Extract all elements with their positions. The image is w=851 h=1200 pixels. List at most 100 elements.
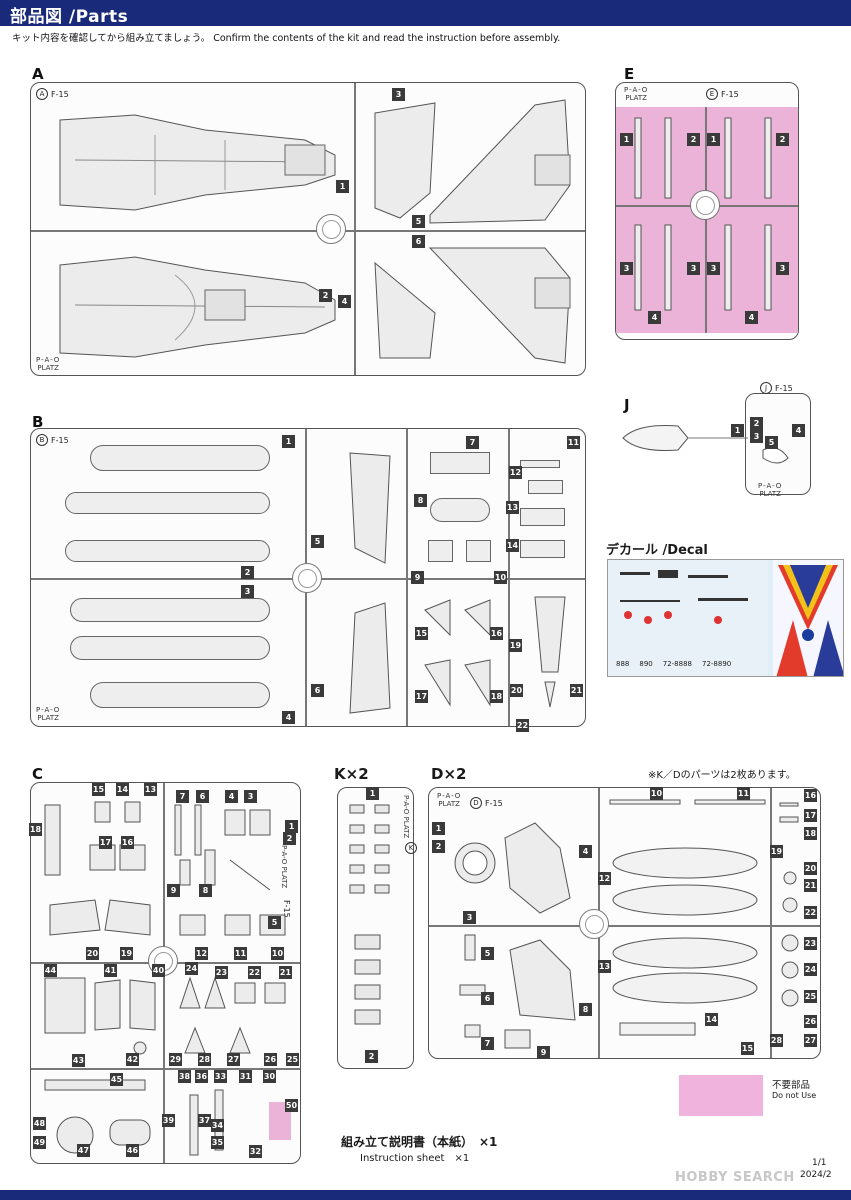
- part-number: 1: [366, 787, 379, 800]
- part-number: 14: [506, 539, 519, 552]
- sprue-b-label: B: [32, 413, 44, 431]
- part-number: 33: [214, 1070, 227, 1083]
- part-number: 1: [731, 424, 744, 437]
- part-number: 4: [745, 311, 758, 324]
- part-number: 10: [650, 787, 663, 800]
- page-title: 部品図 /Parts: [10, 7, 129, 27]
- part-number: 9: [537, 1046, 550, 1059]
- part-number: 6: [196, 790, 209, 803]
- part-number: 37: [198, 1114, 211, 1127]
- part-number: 4: [225, 790, 238, 803]
- part-number: 15: [741, 1042, 754, 1055]
- sprue-a-stabilizer-lower: [374, 261, 436, 359]
- sprue-a-runner: [31, 230, 585, 232]
- part-number: 9: [167, 884, 180, 897]
- part-number: 6: [412, 235, 425, 248]
- part-number: 50: [285, 1099, 298, 1112]
- decal-sheet-art: [608, 560, 843, 676]
- part-number: 4: [338, 295, 351, 308]
- part-number: 2: [365, 1050, 378, 1063]
- part-number: 44: [44, 964, 57, 977]
- do-not-use-legend-en: Do not Use: [772, 1091, 817, 1100]
- part-number: 26: [264, 1053, 277, 1066]
- multi-sprue-note: ※K／Dのパーツは2枚あります。: [648, 770, 796, 781]
- sprue-d-runner-v2: [770, 788, 772, 1058]
- part-number: 28: [198, 1053, 211, 1066]
- part-number: 42: [126, 1053, 139, 1066]
- part-number: 27: [804, 1034, 817, 1047]
- part-number: 12: [598, 872, 611, 885]
- part-number: 14: [705, 1013, 718, 1026]
- sprue-b-part-8: [430, 498, 490, 522]
- part-number: 3: [687, 262, 700, 275]
- sprue-b-fins: [424, 599, 491, 707]
- sprue-b-part-1: [90, 445, 270, 471]
- part-number: 13: [144, 783, 157, 796]
- part-number: 1: [282, 435, 295, 448]
- decal-title: デカール /Decal: [606, 543, 708, 558]
- intro-text: キット内容を確認してから組み立てましょう。 Confirm the conten…: [12, 33, 561, 44]
- part-number: 2: [750, 417, 763, 430]
- part-number: 13: [598, 960, 611, 973]
- sprue-b-part-13: [520, 508, 565, 526]
- sprue-b-runner-v2: [406, 429, 408, 726]
- part-number: 24: [185, 962, 198, 975]
- sprue-k-tag: K: [405, 842, 417, 854]
- part-number: 38: [178, 1070, 191, 1083]
- part-number: 5: [268, 916, 281, 929]
- sprue-c-parts-top-right: [174, 804, 286, 936]
- part-number: 23: [215, 966, 228, 979]
- part-number: 31: [239, 1070, 252, 1083]
- page-number: 1/1: [812, 1158, 827, 1168]
- part-number: 49: [33, 1136, 46, 1149]
- part-number: 27: [227, 1053, 240, 1066]
- part-number: 20: [86, 947, 99, 960]
- sprue-a-stabilizer-upper: [374, 102, 436, 219]
- part-number: 26: [804, 1015, 817, 1028]
- part-number: 2: [241, 566, 254, 579]
- sprue-b-part-5: [349, 452, 391, 564]
- part-number: 8: [579, 1003, 592, 1016]
- part-number: 11: [234, 947, 247, 960]
- instruction-sheet-jp: 組み立て説明書（本紙） ×1: [341, 1135, 498, 1149]
- part-number: 13: [506, 501, 519, 514]
- part-number: 32: [249, 1145, 262, 1158]
- part-number: 47: [77, 1144, 90, 1157]
- sprue-b-runner-v3: [508, 429, 510, 726]
- part-number: 12: [509, 466, 522, 479]
- sprue-b-center-gate: [292, 563, 322, 593]
- part-number: 22: [516, 719, 529, 732]
- part-number: 3: [463, 911, 476, 924]
- part-number: 34: [211, 1119, 224, 1132]
- part-number: 7: [176, 790, 189, 803]
- part-number: 7: [481, 1037, 494, 1050]
- sprue-b-part-12: [528, 480, 563, 494]
- part-number: 8: [199, 884, 212, 897]
- part-number: 1: [432, 822, 445, 835]
- sprue-d-frame: [428, 787, 821, 1059]
- part-number: 5: [481, 947, 494, 960]
- sprue-c-parts-top-left: [44, 801, 151, 936]
- sprue-d-parts-right: [779, 802, 799, 1007]
- sprue-c-tag: F-15: [282, 900, 291, 918]
- part-number: 4: [648, 311, 661, 324]
- instruction-sheet-en: Instruction sheet ×1: [360, 1153, 470, 1164]
- part-number: 21: [570, 684, 583, 697]
- sprue-a-label: A: [32, 65, 44, 83]
- part-number: 40: [152, 964, 165, 977]
- part-number: 11: [737, 787, 750, 800]
- part-number: 17: [415, 690, 428, 703]
- sprue-c-label: C: [32, 765, 44, 783]
- part-number: 7: [466, 436, 479, 449]
- sprue-d-center-gate: [579, 909, 609, 939]
- sprue-b-part-19: [534, 596, 566, 708]
- sprue-b-part-3a: [70, 598, 270, 622]
- sprue-a-wing-upper: [429, 99, 571, 224]
- part-number: 3: [241, 585, 254, 598]
